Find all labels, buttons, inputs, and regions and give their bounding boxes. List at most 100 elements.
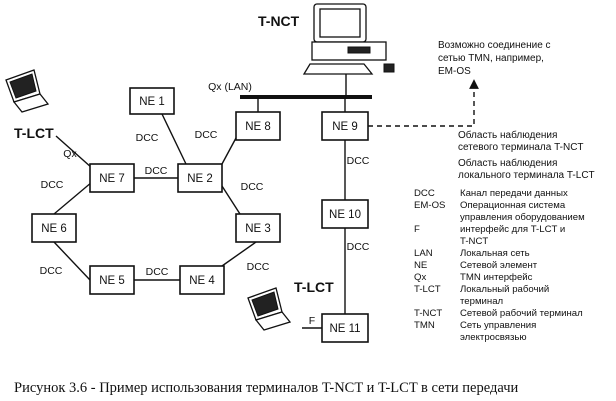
node-label-ne10: NE 10 bbox=[329, 209, 361, 221]
edge-tlct_top-ne7 bbox=[55, 135, 93, 169]
edge-ne5-ne6 bbox=[53, 241, 91, 281]
node-label-ne1: NE 1 bbox=[139, 96, 165, 108]
node-box-ne7 bbox=[89, 163, 135, 193]
legend-key: LAN bbox=[414, 248, 433, 259]
legend-key: TMN bbox=[414, 320, 435, 331]
legend-item-lan: LAN Локальная сеть bbox=[414, 248, 530, 259]
node-box-ne1 bbox=[129, 87, 175, 115]
node-box-ne8 bbox=[235, 111, 281, 141]
node-ne6: NE 6 bbox=[31, 213, 77, 243]
note-tmn-connection-line: Возможно соединение с bbox=[438, 40, 551, 51]
node-ne4: NE 4 bbox=[179, 265, 225, 295]
figure-caption: Рисунок 3.6 - Пример использования терми… bbox=[14, 380, 519, 396]
edge-label-tlct_top-ne7: Qx bbox=[63, 148, 77, 160]
legend-item-dcc: DCC Канал передачи данных bbox=[414, 188, 568, 199]
edge-ne2-ne8 bbox=[221, 137, 237, 165]
node-box-ne5 bbox=[89, 265, 135, 295]
node-ne5: NE 5 bbox=[89, 265, 135, 295]
node-label-ne6: NE 6 bbox=[41, 223, 67, 235]
node-box-ne11 bbox=[321, 313, 369, 343]
legend-value: интерфейс для T-LCT и bbox=[460, 224, 565, 235]
legend-value: T-NCT bbox=[460, 236, 488, 247]
legend-key: T-NCT bbox=[414, 308, 442, 319]
node-ne2: NE 2 bbox=[177, 163, 223, 193]
devices-layer bbox=[5, 3, 395, 331]
legend-value: терминал bbox=[460, 296, 503, 307]
tmn-link-arrow bbox=[368, 79, 479, 127]
legend-value: Канал передачи данных bbox=[460, 188, 568, 199]
legend-value: Операционная система bbox=[460, 200, 566, 211]
note-local-area-line: Область наблюдения bbox=[458, 157, 557, 169]
edge-label-ne4-ne5: DCC bbox=[146, 266, 169, 278]
node-label-ne7: NE 7 bbox=[99, 173, 125, 185]
legend-key: NE bbox=[414, 260, 427, 271]
node-label-ne4: NE 4 bbox=[189, 275, 215, 287]
node-label-ne2: NE 2 bbox=[187, 173, 213, 185]
node-label-ne8: NE 8 bbox=[245, 121, 271, 133]
node-box-ne4 bbox=[179, 265, 225, 295]
edge-label-ne3-ne4: DCC bbox=[247, 261, 270, 273]
node-ne11: NE 11 bbox=[321, 313, 369, 343]
note-local-area-line: локального терминала T-LCT bbox=[458, 170, 595, 181]
node-ne7: NE 7 bbox=[89, 163, 135, 193]
legend-value: Локальный рабочий bbox=[460, 284, 549, 295]
links-layer bbox=[53, 79, 479, 329]
node-ne10: NE 10 bbox=[321, 199, 369, 229]
legend-item-qx: Qx TMN интерфейс bbox=[414, 272, 533, 283]
legend-value: Локальная сеть bbox=[460, 248, 530, 259]
edge-label-ne5-ne6: DCC bbox=[40, 265, 63, 277]
node-box-ne2 bbox=[177, 163, 223, 193]
node-label-ne5: NE 5 bbox=[99, 275, 125, 287]
legend-key: DCC bbox=[414, 188, 435, 199]
nodes-layer: NE 1 NE 2 NE 3 NE 4 NE 5 NE 6 NE 7 NE 8 NE 9 NE 1… bbox=[31, 87, 369, 343]
legend-key: EM-OS bbox=[414, 200, 445, 211]
edge-label-ne2-ne3: DCC bbox=[241, 181, 264, 193]
note-network-area-line: сетевого терминала T-NCT bbox=[458, 142, 584, 153]
node-box-ne3 bbox=[235, 213, 281, 243]
legend-value: управления оборудованием bbox=[460, 212, 585, 223]
node-ne3: NE 3 bbox=[235, 213, 281, 243]
node-box-ne9 bbox=[321, 111, 369, 141]
node-ne1: NE 1 bbox=[129, 87, 175, 115]
tlct-top-label: T-LCT bbox=[14, 125, 54, 141]
edge-ne1-ne2 bbox=[161, 113, 187, 165]
tlct-bottom-label: T-LCT bbox=[294, 279, 334, 295]
node-label-ne3: NE 3 bbox=[245, 223, 271, 235]
node-ne9: NE 9 bbox=[321, 111, 369, 141]
note-tmn-connection-line: сетью TMN, например, bbox=[438, 53, 544, 64]
edge-label-ne6-ne7: DCC bbox=[41, 179, 64, 191]
edge-label-tnct-lan: Qx (LAN) bbox=[208, 81, 252, 93]
edge-label-ne7-ne2: DCC bbox=[145, 165, 168, 177]
note-tmn-connection-line: EM-OS bbox=[438, 66, 471, 77]
edge-label-ne2-ne8: DCC bbox=[195, 129, 218, 141]
node-ne8: NE 8 bbox=[235, 111, 281, 141]
legend-key: Qx bbox=[414, 272, 426, 283]
legend-value: Сеть управления bbox=[460, 320, 536, 331]
note-network-area-line: Область наблюдения bbox=[458, 129, 557, 141]
tnct-workstation-icon bbox=[302, 3, 395, 84]
edge-ne2-ne3 bbox=[221, 185, 241, 215]
node-box-ne6 bbox=[31, 213, 77, 243]
tlct-top-laptop-icon bbox=[5, 69, 50, 113]
edge-label-ne1-ne2: DCC bbox=[136, 132, 159, 144]
edge-ne6-ne7 bbox=[53, 181, 93, 215]
tnct-label: T-NCT bbox=[258, 13, 300, 29]
edge-label-ne9-ne10: DCC bbox=[347, 155, 370, 167]
legend-key: T-LCT bbox=[414, 284, 441, 295]
node-label-ne11: NE 11 bbox=[329, 323, 360, 335]
node-label-ne9: NE 9 bbox=[332, 121, 358, 133]
node-box-ne10 bbox=[321, 199, 369, 229]
legend-value: TMN интерфейс bbox=[460, 272, 533, 283]
edge-label-ne10-ne11: DCC bbox=[347, 241, 370, 253]
legend-key: F bbox=[414, 224, 420, 235]
